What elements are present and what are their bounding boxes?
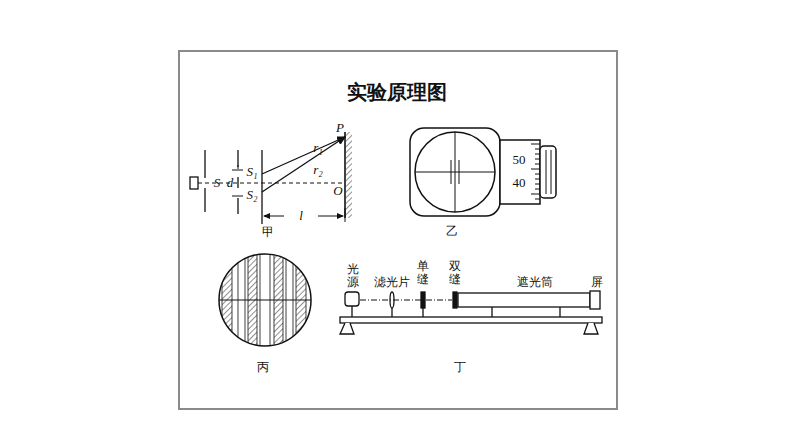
label: l: [299, 209, 303, 223]
label: r₁: [313, 141, 323, 155]
label: S₂: [246, 188, 257, 202]
label: 乙: [446, 225, 458, 238]
label: 屏: [591, 276, 603, 289]
scale-tick: [531, 169, 540, 170]
label: S: [214, 176, 221, 190]
title: 实验原理图: [347, 79, 447, 106]
label: 单缝: [417, 260, 429, 286]
scale-tick: [531, 144, 540, 145]
label: S₁: [246, 165, 257, 179]
label: 双缝: [449, 260, 461, 286]
eyepiece: [410, 128, 556, 216]
label: r₂: [313, 163, 323, 177]
scale-tick: [535, 189, 540, 190]
apparatus: [340, 291, 602, 334]
fringe-pattern: [219, 250, 311, 350]
label: 光源: [347, 263, 359, 289]
label: d: [227, 176, 234, 190]
label: 50: [513, 153, 526, 167]
label: 丙: [257, 361, 269, 374]
scale-tick: [531, 194, 540, 195]
label: 甲: [262, 226, 274, 239]
label: 丁: [454, 361, 466, 374]
label: 遮光筒: [517, 276, 553, 289]
scale-tick: [535, 149, 540, 150]
scale-tick: [535, 164, 540, 165]
scale-tick: [535, 159, 540, 160]
scale-tick: [535, 184, 540, 185]
label: 40: [513, 176, 526, 190]
scale-tick: [535, 199, 540, 200]
label: P: [336, 121, 344, 135]
label: 滤光片: [374, 276, 410, 289]
frame: [179, 51, 617, 409]
label: O: [333, 184, 342, 198]
scale-tick: [535, 174, 540, 175]
double-slit-schematic: [190, 132, 352, 224]
scale-tick: [535, 179, 540, 180]
scale-tick: [535, 154, 540, 155]
